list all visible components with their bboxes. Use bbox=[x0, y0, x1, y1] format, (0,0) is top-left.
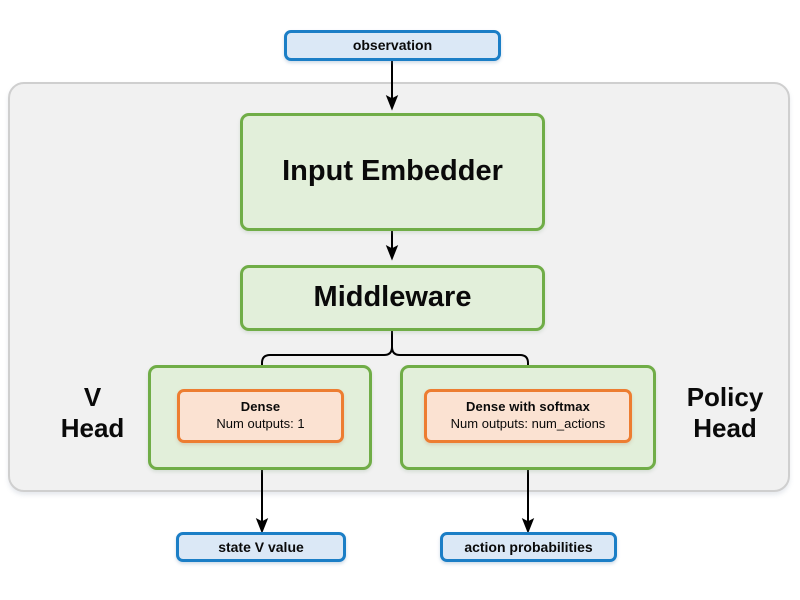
node-state-v-value-label: state V value bbox=[218, 538, 304, 555]
node-middleware[interactable]: Middleware bbox=[240, 265, 545, 331]
node-input-embedder[interactable]: Input Embedder bbox=[240, 113, 545, 231]
node-middleware-label: Middleware bbox=[313, 281, 472, 314]
label-policy-head: Policy Head bbox=[666, 382, 784, 443]
node-observation-label: observation bbox=[352, 37, 433, 54]
node-action-probabilities[interactable]: action probabilities bbox=[440, 532, 617, 562]
node-dense-value[interactable]: Dense Num outputs: 1 bbox=[177, 389, 344, 443]
label-v-head-line1: V bbox=[83, 382, 102, 412]
label-policy-head-line1: Policy bbox=[686, 382, 764, 412]
node-dense-value-subtitle: Num outputs: 1 bbox=[216, 416, 305, 431]
node-observation[interactable]: observation bbox=[284, 30, 501, 61]
node-action-probabilities-label: action probabilities bbox=[464, 538, 593, 555]
node-dense-policy-subtitle: Num outputs: num_actions bbox=[450, 416, 606, 431]
label-v-head: V Head bbox=[40, 382, 145, 443]
node-dense-value-title: Dense bbox=[240, 399, 281, 415]
node-state-v-value[interactable]: state V value bbox=[176, 532, 346, 562]
node-dense-policy[interactable]: Dense with softmax Num outputs: num_acti… bbox=[424, 389, 632, 443]
node-dense-policy-title: Dense with softmax bbox=[466, 399, 590, 415]
node-input-embedder-label: Input Embedder bbox=[282, 155, 503, 188]
label-policy-head-line2: Head bbox=[693, 412, 757, 443]
label-v-head-line2: Head bbox=[60, 412, 125, 443]
